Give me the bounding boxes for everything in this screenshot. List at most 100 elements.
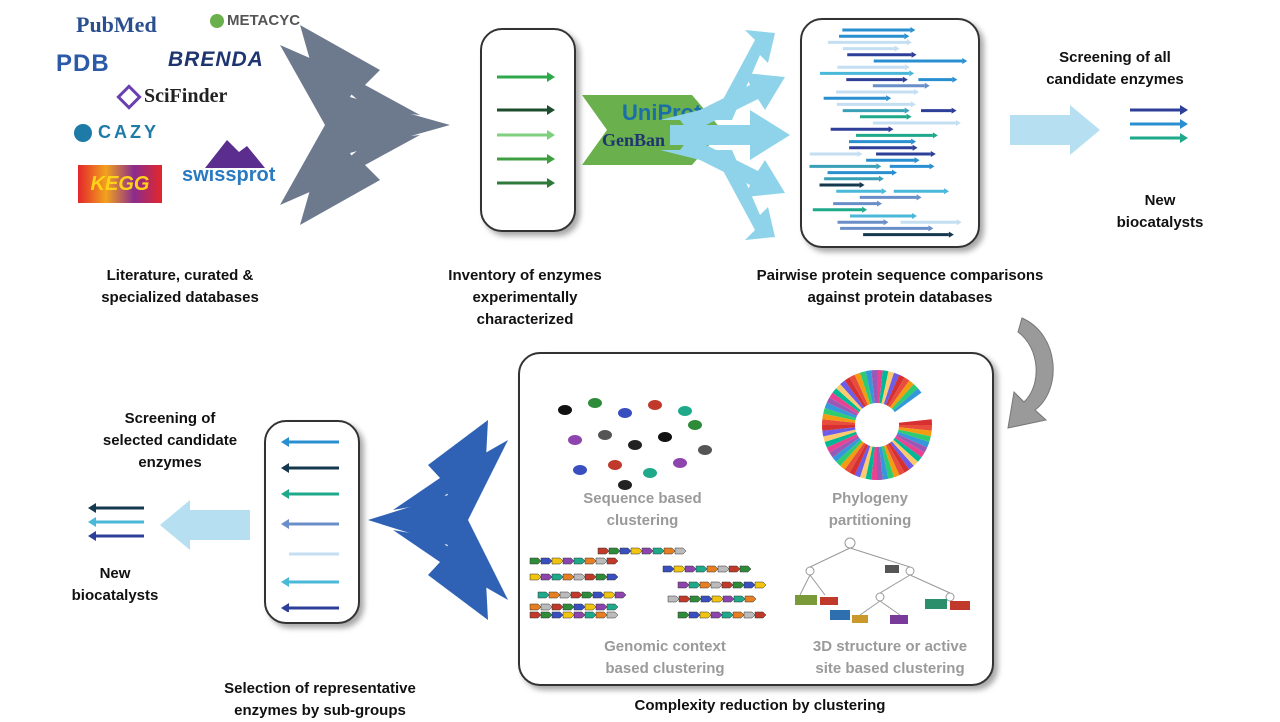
phylogeny-wedge	[822, 413, 856, 423]
cazy-logo: CAZY	[74, 122, 159, 143]
phylogeny-wedge	[877, 370, 883, 404]
selection-panel	[264, 420, 360, 624]
phylogeny-wedge	[844, 442, 866, 473]
sequence-arrowhead	[911, 138, 917, 145]
caption-selection: Selection of representative enzymes by s…	[224, 680, 416, 719]
metacyc-logo: METACYC	[210, 12, 300, 29]
gene-arrow	[699, 581, 712, 589]
phylogeny-wedge	[871, 370, 877, 404]
gene-arrow	[677, 611, 690, 619]
phylogeny-wedge	[865, 370, 875, 404]
cluster-blob	[688, 420, 702, 430]
sequence-arrowhead	[894, 45, 900, 52]
pairwise-sequence-lines	[809, 27, 968, 238]
gene-arrow	[562, 603, 575, 611]
gene-arrow	[548, 591, 561, 599]
sequence-arrowhead	[912, 213, 918, 219]
cluster-blob	[678, 406, 692, 416]
selection-arrows	[281, 437, 339, 612]
phylogeny-wedge	[832, 437, 861, 462]
gene-arrow	[608, 547, 621, 555]
sequence-arrowhead	[877, 200, 883, 207]
metacyc-label: METACYC	[227, 12, 301, 29]
screening-arrow-top	[1010, 105, 1100, 155]
sequence-arrowhead	[902, 76, 908, 83]
cluster-blob	[588, 398, 602, 408]
phylogeny-wedge	[836, 439, 863, 466]
gene-arrow	[630, 547, 643, 555]
gene-arrow	[529, 611, 542, 619]
phylogeny-wedge	[898, 427, 932, 437]
gene-arrow	[559, 591, 572, 599]
blue-converging-arrows	[368, 420, 508, 620]
phylogeny-wedge	[854, 445, 871, 478]
light-blue-diverging-arrows	[660, 30, 790, 240]
gene-arrow	[700, 595, 713, 603]
gene-arrow	[754, 611, 767, 619]
gene-arrow	[722, 595, 735, 603]
gene-arrow	[606, 573, 619, 581]
gene-arrow	[603, 591, 616, 599]
caption-sequence-clustering: Sequence based clustering	[583, 490, 702, 529]
new-biocatalysts-arrows-top	[1130, 105, 1188, 143]
cluster-blob	[573, 465, 587, 475]
gene-arrow	[570, 591, 583, 599]
phylogeny-wedge	[889, 380, 914, 409]
gene-arrow	[606, 611, 619, 619]
scifinder-logo: SciFinder	[116, 84, 227, 111]
cluster-blob	[618, 408, 632, 418]
cluster-blob	[568, 435, 582, 445]
gene-arrow	[732, 581, 745, 589]
phylogeny-wedge	[829, 436, 860, 458]
cluster-blob	[698, 445, 712, 455]
cluster-blob	[558, 405, 572, 415]
phylogeny-wedge	[832, 388, 861, 413]
caption-structure: 3D structure or active site based cluste…	[812, 638, 968, 677]
gene-arrow	[562, 573, 575, 581]
phylogeny-wedge	[860, 445, 873, 479]
phylogeny-wedge	[854, 372, 871, 405]
gene-arrow	[677, 581, 690, 589]
brenda-logo: BRENDA	[168, 48, 264, 71]
sequence-arrowhead	[859, 182, 865, 188]
sequence-arrowhead	[910, 101, 916, 108]
inventory-arrows	[497, 72, 555, 188]
gene-arrow	[688, 581, 701, 589]
sequence-arrowhead	[862, 206, 868, 213]
phylogeny-wedge	[885, 444, 905, 476]
phylogeny-wedge	[885, 374, 905, 406]
sequence-arrowhead	[930, 151, 936, 157]
gene-arrow	[667, 595, 680, 603]
phylogeny-wedge	[883, 445, 900, 478]
phylogeny-wedge	[879, 370, 889, 404]
gene-arrow	[551, 603, 564, 611]
cluster-blob	[648, 400, 662, 410]
sequence-arrowhead	[906, 39, 912, 46]
phylogeny-wedge	[898, 419, 932, 425]
caption-pairwise: Pairwise protein sequence comparisons ag…	[756, 267, 1044, 306]
sequence-arrowhead	[888, 126, 894, 133]
gene-arrow	[540, 611, 553, 619]
phylogeny-wedge	[865, 446, 875, 480]
gene-arrow	[592, 591, 605, 599]
gene-arrow	[551, 573, 564, 581]
swissprot-logo: swissprot	[182, 164, 276, 186]
gene-arrow	[733, 595, 746, 603]
gene-arrow	[573, 611, 586, 619]
cluster-blob	[608, 460, 622, 470]
caption-phylogeny: Phylogeny partitioning	[828, 490, 912, 529]
gene-arrow	[695, 565, 708, 573]
gene-arrow	[662, 565, 675, 573]
phylogeny-wedge	[893, 388, 922, 413]
phylogeny-wedge	[840, 380, 865, 409]
gene-arrow	[689, 595, 702, 603]
sequence-arrowhead	[944, 188, 950, 195]
gene-arrow	[581, 591, 594, 599]
phylogeny-wedge	[891, 439, 918, 466]
gene-arrow	[529, 557, 542, 565]
gene-arrow	[597, 547, 610, 555]
screening-arrow-bottom	[160, 500, 250, 550]
gene-arrow	[551, 557, 564, 565]
gene-arrow	[584, 557, 597, 565]
phylogeny-wedge	[824, 431, 857, 448]
